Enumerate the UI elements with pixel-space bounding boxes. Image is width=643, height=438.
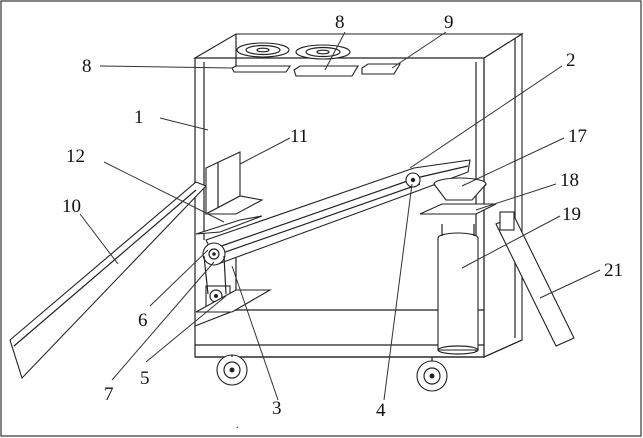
label-7: 7	[104, 384, 114, 405]
side-door	[495, 211, 575, 347]
top-box-9	[361, 63, 401, 75]
label-11: 11	[290, 126, 308, 147]
fan-bracket-left	[231, 65, 292, 73]
drive-belt	[203, 255, 227, 295]
drive-pulley	[202, 242, 226, 266]
wheel-left	[216, 354, 248, 386]
label-1: 1	[134, 107, 144, 128]
wheel-right	[416, 360, 448, 392]
label-12: 12	[66, 146, 85, 167]
leader-lines	[79, 31, 601, 401]
stray-dot: .	[236, 420, 239, 431]
feed-hopper	[205, 151, 264, 215]
collection-bin	[437, 224, 479, 355]
fan-right	[295, 44, 351, 60]
label-4: 4	[376, 400, 386, 421]
label-17: 17	[568, 126, 587, 147]
label-2: 2	[566, 50, 576, 71]
label-5: 5	[140, 368, 150, 389]
label-6: 6	[138, 310, 148, 331]
hopper-shelf	[195, 215, 263, 235]
fan-left	[236, 42, 290, 58]
label-10: 10	[62, 196, 81, 217]
label-19: 19	[562, 204, 581, 225]
label-8-left: 8	[82, 56, 92, 77]
motor-shelf	[195, 289, 273, 313]
label-3: 3	[272, 398, 282, 419]
fan-bracket-right	[293, 65, 359, 77]
driven-pulley	[405, 172, 421, 188]
collection-funnel	[433, 177, 487, 201]
label-9: 9	[444, 12, 454, 33]
label-21: 21	[604, 260, 623, 281]
label-8-top: 8	[335, 12, 345, 33]
label-18: 18	[560, 170, 579, 191]
